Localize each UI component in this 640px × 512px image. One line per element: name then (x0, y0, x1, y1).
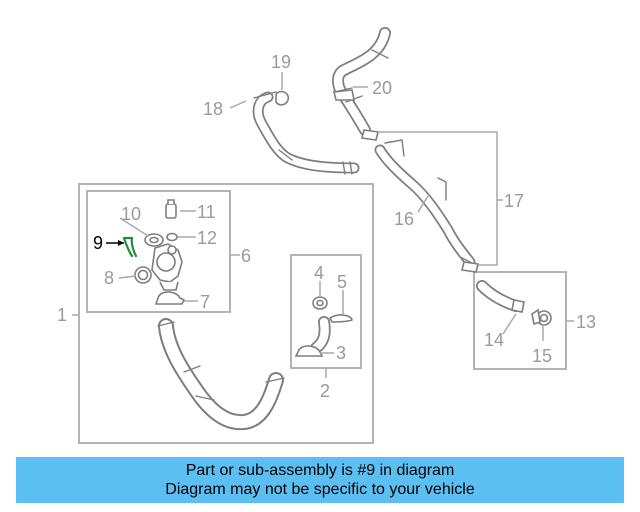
info-banner: Part or sub-assembly is #9 in diagram Di… (16, 457, 624, 503)
callout-4: 4 (314, 263, 324, 283)
callout-20: 20 (372, 78, 392, 98)
callout-17: 17 (504, 191, 524, 211)
callout-9: 9 (93, 233, 103, 253)
callout-18: 18 (203, 99, 223, 119)
clamp-19 (275, 90, 290, 106)
callout-10: 10 (121, 204, 141, 224)
lower-hose-1 (157, 318, 285, 431)
callout-13: 13 (576, 312, 596, 332)
clip-9 (122, 236, 138, 258)
o-ring-8 (134, 266, 152, 284)
callout-7: 7 (200, 292, 210, 312)
clamp-20 (333, 89, 355, 101)
hose-14 (476, 280, 525, 313)
clamp-7 (154, 291, 186, 305)
callout-19: 19 (271, 52, 291, 72)
sensor-11 (165, 199, 177, 219)
seal-4 (312, 296, 328, 310)
callout-11: 11 (197, 202, 216, 222)
banner-line-2: Diagram may not be specific to your vehi… (165, 481, 475, 498)
callout-5: 5 (337, 272, 347, 292)
banner-line-1: Part or sub-assembly is #9 in diagram (185, 462, 455, 479)
leader-line-9 (106, 240, 124, 246)
callout-15: 15 (532, 346, 552, 366)
callout-14: 14 (484, 330, 504, 350)
assembly-box-6 (86, 190, 231, 313)
callout-3: 3 (336, 343, 346, 363)
clamp-3 (294, 345, 324, 357)
callout-16: 16 (394, 209, 414, 229)
upper-hose-18 (252, 91, 360, 175)
callout-2: 2 (320, 381, 330, 401)
seal-12 (166, 232, 178, 242)
elbow-hose-2 (310, 316, 331, 354)
leader-lines (72, 72, 574, 378)
gasket-10 (144, 233, 164, 247)
callout-1: 1 (57, 305, 67, 325)
clamp-17-bottom (461, 261, 479, 273)
callout-8: 8 (104, 268, 114, 288)
clamp-15 (531, 308, 552, 326)
parts-diagram: 1 2 3 4 5 6 7 8 9 10 11 12 13 14 15 16 1… (57, 27, 596, 444)
clip-5 (328, 314, 353, 323)
pipe-16 (374, 139, 479, 268)
callout-6: 6 (241, 246, 251, 266)
thermostat-housing (151, 243, 183, 291)
callout-12: 12 (197, 228, 217, 248)
assembly-box-1 (78, 183, 374, 444)
clamp-17-top (361, 129, 379, 141)
